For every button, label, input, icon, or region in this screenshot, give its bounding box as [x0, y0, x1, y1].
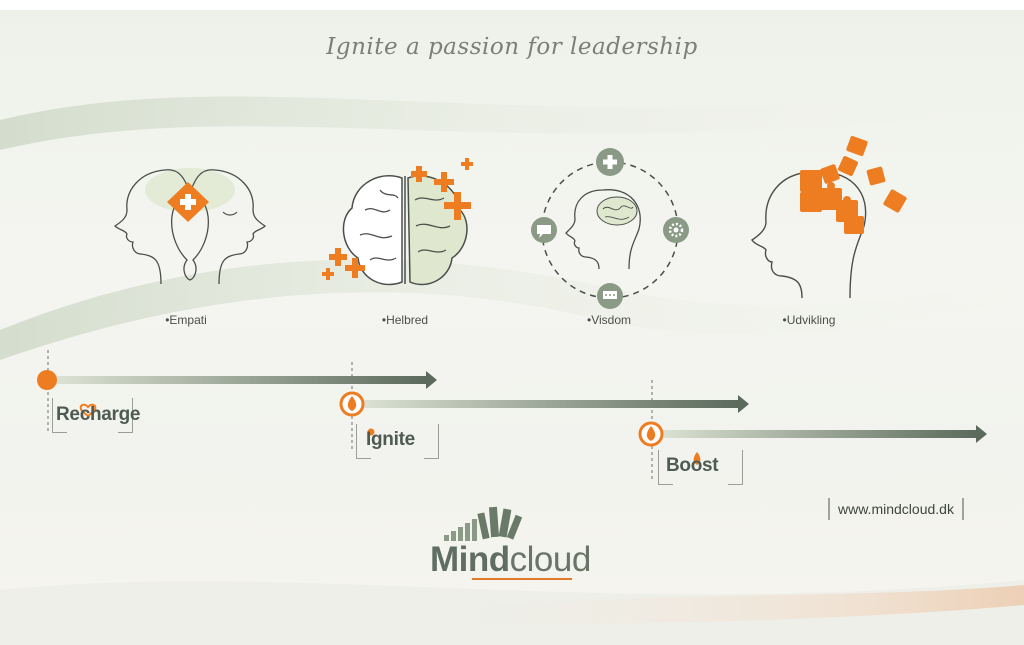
stage-label-ignite: Ignite	[366, 429, 415, 450]
recharge-bracket-right	[118, 398, 133, 433]
tagline: Ignite a passion for leadership	[326, 34, 698, 60]
brain-plus-icon	[322, 158, 473, 286]
pillar-label-visdom: •Visdom	[587, 313, 631, 327]
ignite-bracket-right	[424, 424, 439, 459]
head-cycle-icon	[531, 148, 689, 309]
pillar-label-helbred: •Helbred	[381, 313, 429, 327]
recharge-bracket-left	[52, 398, 67, 433]
logo-underline	[472, 578, 572, 580]
logo-part-mind: Mind	[430, 540, 510, 579]
boost-bracket-left	[658, 450, 673, 485]
stage-label-boost: Boost	[666, 455, 719, 476]
stage-timeline	[37, 350, 987, 480]
website-link[interactable]: www.mindcloud.dk	[828, 498, 964, 520]
mindcloud-logo: Mindcloud	[430, 540, 591, 580]
stage-label-recharge: Recharge	[56, 404, 141, 425]
boost-bracket-right	[728, 450, 743, 485]
ignite-bracket-left	[356, 424, 371, 459]
pillar-label-empati: •Empati	[165, 313, 207, 327]
head-puzzle-icon	[751, 135, 907, 299]
pillar-label-udvikling: •Udvikling	[782, 313, 836, 327]
mindcloud-logo-icon	[444, 506, 523, 541]
heads-heart-icon	[113, 168, 267, 285]
logo-part-cloud: cloud	[509, 540, 592, 579]
